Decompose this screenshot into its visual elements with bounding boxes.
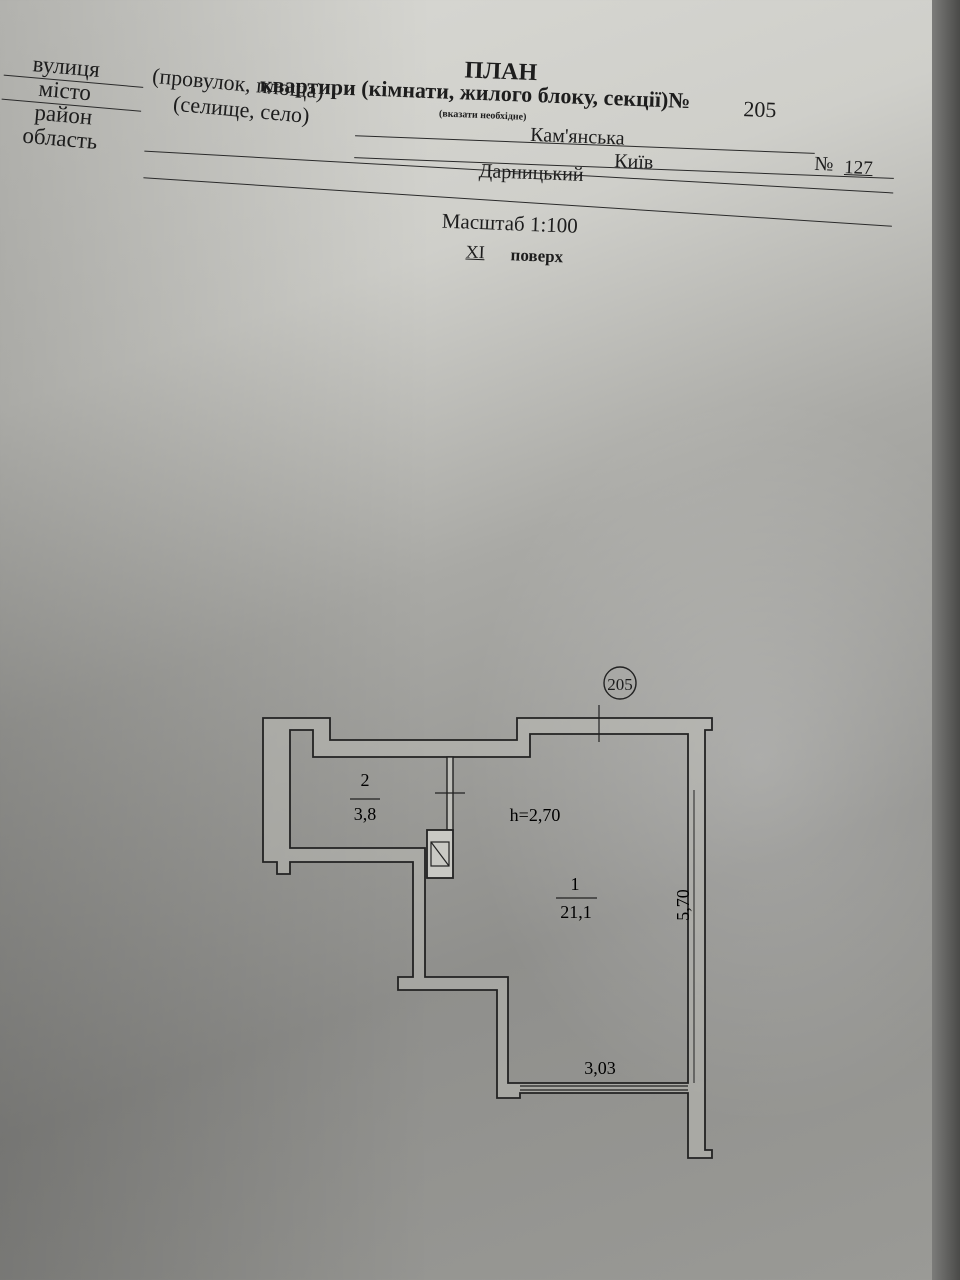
length-dimension: 5,70: [673, 889, 693, 921]
room-1-area: 21,1: [560, 902, 592, 922]
apartment-marker-circle: [603, 666, 637, 700]
balcony-window: [520, 1085, 688, 1091]
walls: [262, 717, 713, 1159]
page-edge: [932, 0, 960, 1280]
width-dimension: 3,03: [584, 1058, 616, 1078]
room-1-number: 1: [571, 874, 580, 894]
apartment-marker: 205: [607, 675, 633, 694]
ceiling-height: h=2,70: [510, 805, 561, 825]
room-2-area: 3,8: [354, 804, 377, 824]
ventilation-shaft: [426, 829, 454, 879]
room-2-number: 2: [361, 770, 370, 790]
